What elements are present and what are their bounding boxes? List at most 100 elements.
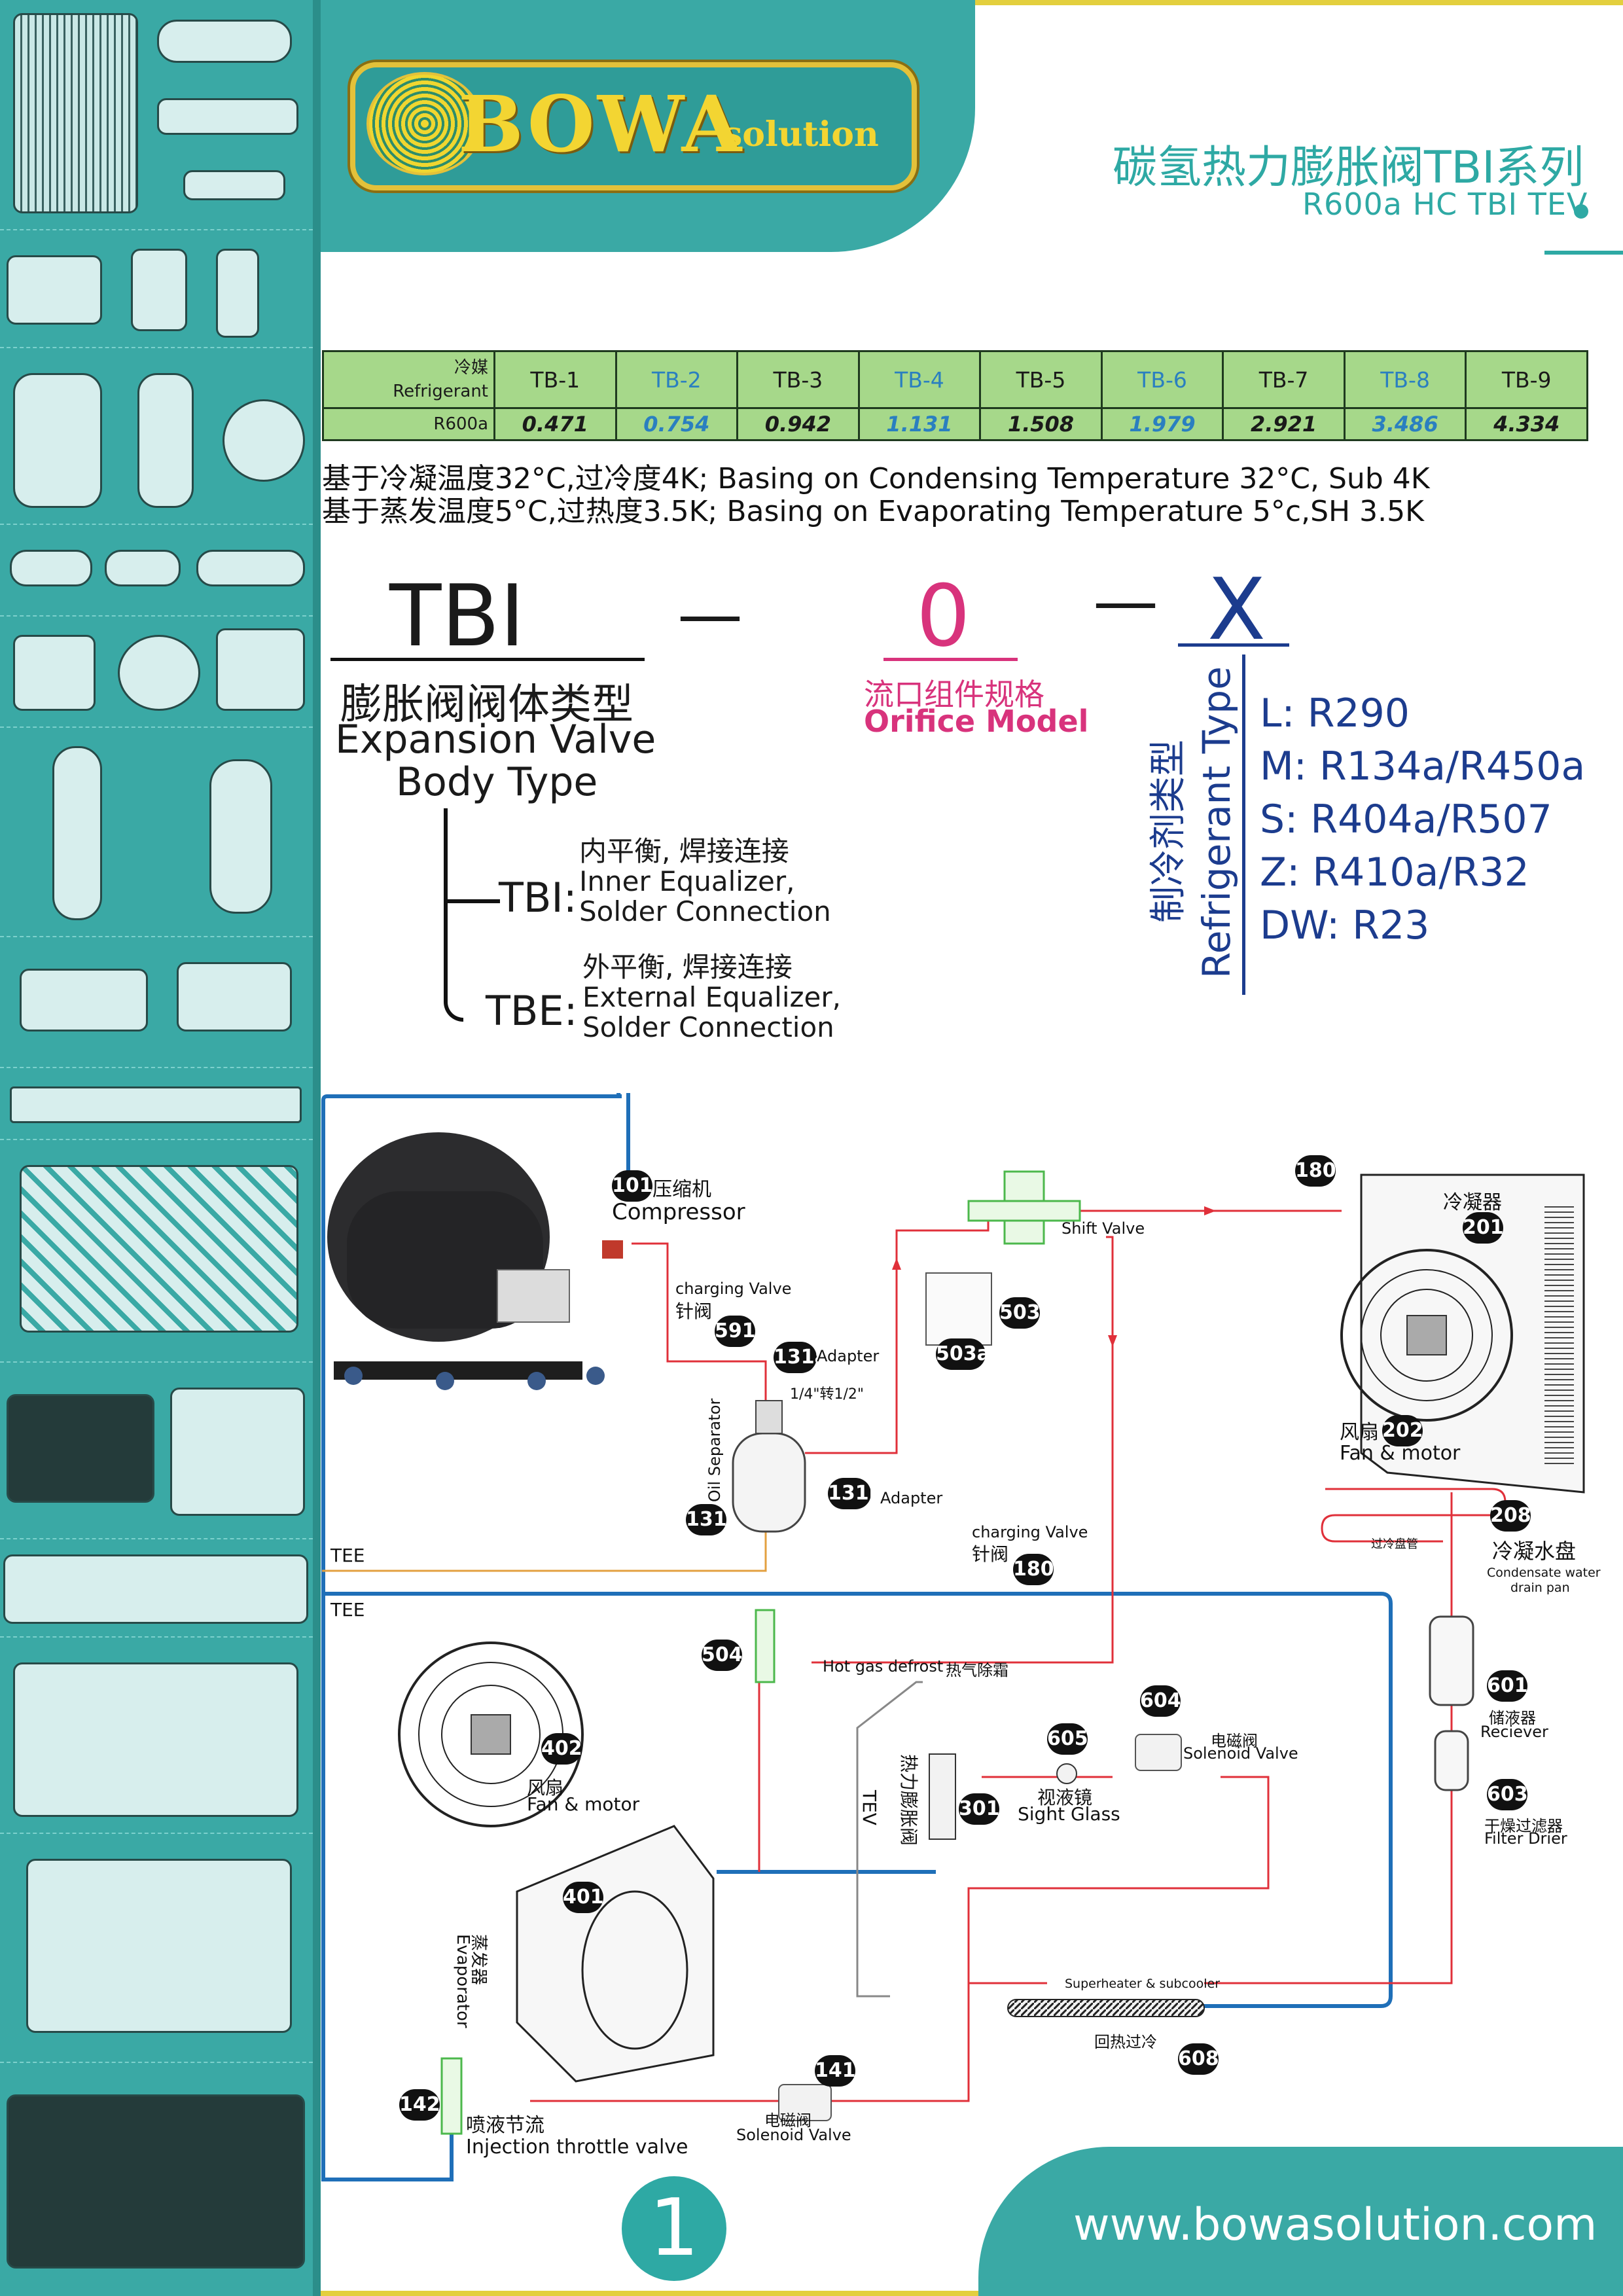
logo-text: BOWA (458, 79, 745, 170)
note-condensing: 基于冷凝温度32°C,过冷度4K; Basing on Condensing T… (322, 462, 1430, 495)
solenoid-141-en: Solenoid Valve (736, 2126, 851, 2144)
evaporator-fan (398, 1641, 584, 1827)
filter-drier-cn: 干燥过滤器 (1484, 1817, 1563, 1835)
page-number: 1 (649, 2183, 700, 2274)
heat-exchanger-en: Superheater & subcooler (1065, 1977, 1221, 1991)
fan-evap-cn: 风扇 (527, 1777, 564, 1799)
capacity-table: 冷媒 Refrigerant TB-1 TB-2 TB-3 TB-4 TB-5 … (322, 350, 1588, 441)
code-underline-3 (1178, 643, 1289, 647)
tev-en: TEV (859, 1790, 880, 1825)
solenoid-604 (1135, 1734, 1182, 1771)
sight-glass-en: Sight Glass (1018, 1803, 1120, 1825)
filter-drier (1434, 1730, 1469, 1791)
thumb-plate-heat-exchanger (0, 0, 313, 230)
adapter-b-label: Adapter (880, 1489, 943, 1507)
badge-608: 608 (1178, 2043, 1219, 2075)
drain-pan-en-1: Condensate water (1487, 1566, 1601, 1580)
badge-142: 142 (399, 2089, 440, 2121)
refrigerant-option: L: R290 (1260, 691, 1410, 736)
badge-604: 604 (1140, 1685, 1181, 1717)
table-cell: 0.754 (615, 407, 739, 441)
website-link[interactable]: www.bowasolution.com (1073, 2199, 1597, 2251)
code-dash-2: — (1093, 563, 1158, 639)
tee-label-1: TEE (330, 1545, 365, 1566)
series-title-cn: 碳氢热力膨胀阀TBI系列 (1113, 142, 1584, 194)
solenoid-604-en: Solenoid Valve (1183, 1744, 1298, 1763)
shift-valve-label: Shift Valve (1061, 1219, 1145, 1238)
receiver-cn: 储液器 (1489, 1709, 1536, 1727)
filter-drier-en: Filter Drier (1484, 1829, 1567, 1848)
drain-pan-coil (1321, 1488, 1507, 1543)
badge-603: 603 (1487, 1779, 1528, 1810)
thumb-sight-glasses (0, 615, 313, 728)
badge-180: 180 (1013, 1554, 1054, 1585)
receiver (1429, 1615, 1474, 1706)
tev-valve (929, 1753, 956, 1840)
tbe-code: TBE: (486, 987, 578, 1035)
charging-valve-a-cn: 针阀 (675, 1300, 713, 1322)
body-type-en-1: Expansion Valve (335, 717, 656, 762)
body-type-cn: 膨胀阀阀体类型 (340, 681, 633, 729)
code-underline-1 (330, 658, 645, 661)
solenoid-604-cn: 电磁阀 (1211, 1732, 1258, 1750)
drain-pan-tube: 过冷盘管 (1371, 1537, 1418, 1551)
tbe-description: 外平衡, 焊接连接 External Equalizer, Solder Con… (582, 951, 842, 1043)
refrigerant-type-cn: 制冷剂类型 (1147, 740, 1190, 923)
oil-separator-label: Oil Separator (705, 1398, 724, 1502)
table-cell: 0.471 (493, 407, 617, 441)
thumb-header-pipe (0, 1067, 313, 1140)
table-header-label: 冷媒 Refrigerant (322, 350, 495, 409)
injection-cn: 喷液节流 (466, 2114, 544, 2137)
fan-evap-en: Fan & motor (527, 1793, 640, 1815)
title-dot (1574, 204, 1588, 219)
refrigerant-option: S: R404a/R507 (1260, 797, 1552, 842)
discharge-line (632, 1242, 767, 1407)
receiver-en: Reciever (1480, 1723, 1548, 1741)
badge-504: 504 (702, 1640, 743, 1671)
evaporator-en: Evaporator (453, 1934, 473, 2028)
page-number-circle (622, 2176, 726, 2281)
thumb-screw-unit (0, 2062, 313, 2291)
badge-141: 141 (815, 2055, 856, 2087)
code-orifice: 0 (916, 566, 971, 666)
condenser-fan (1340, 1249, 1513, 1422)
table-cell: 2.921 (1222, 407, 1346, 441)
table-col: TB-9 (1465, 350, 1588, 409)
logo-coil-icon (366, 72, 483, 175)
fan-cond-cn: 风扇 (1340, 1421, 1379, 1444)
condenser-cn: 冷凝器 (1443, 1191, 1502, 1214)
tree-branch-tbi (448, 899, 500, 903)
sight-glass-cn: 视液镜 (1037, 1787, 1093, 1808)
code-refrigerant: X (1207, 560, 1266, 659)
thumb-exploded-view (0, 1139, 313, 1363)
table-cell: 4.334 (1465, 407, 1588, 441)
thumb-solenoids (0, 936, 313, 1068)
drain-pan-en-2: drain pan (1510, 1581, 1570, 1595)
tev-cn: 热力膨胀阀 (898, 1754, 919, 1846)
fan-cond-en: Fan & motor (1340, 1442, 1461, 1465)
table-header-row: 冷媒 Refrigerant TB-1 TB-2 TB-3 TB-4 TB-5 … (322, 350, 1588, 409)
compressor-cn: 压缩机 (652, 1178, 711, 1201)
table-cell: 0.942 (736, 407, 860, 441)
table-col: TB-6 (1100, 350, 1224, 409)
table-col: TB-3 (736, 350, 860, 409)
table-row: R600a 0.471 0.754 0.942 1.131 1.508 1.97… (322, 407, 1588, 441)
table-cell: 1.508 (979, 407, 1103, 441)
code-body-type: TBI (389, 566, 525, 666)
adapter-size: 1/4"转1/2" (790, 1386, 865, 1403)
hot-gas-cn: 热气除霜 (946, 1661, 1008, 1679)
table-col: TB-2 (615, 350, 739, 409)
table-col: TB-1 (493, 350, 617, 409)
tbi-code: TBI: (499, 874, 577, 922)
system-schematic (321, 1092, 1585, 2181)
orifice-en: Orifice Model (864, 704, 1089, 739)
orifice-cn: 流口组件规格 (864, 677, 1044, 712)
thumb-separators (0, 726, 313, 937)
table-col: TB-4 (857, 350, 982, 409)
coil-503 (925, 1272, 992, 1346)
badge-301: 301 (959, 1793, 1000, 1825)
charging-valve-a-en: charging Valve (675, 1280, 792, 1298)
charging-valve-b-en: charging Valve (972, 1523, 1088, 1541)
refrigerant-type-en: Refrigerant Type (1194, 666, 1239, 978)
thumb-fan-array (0, 1538, 313, 1638)
